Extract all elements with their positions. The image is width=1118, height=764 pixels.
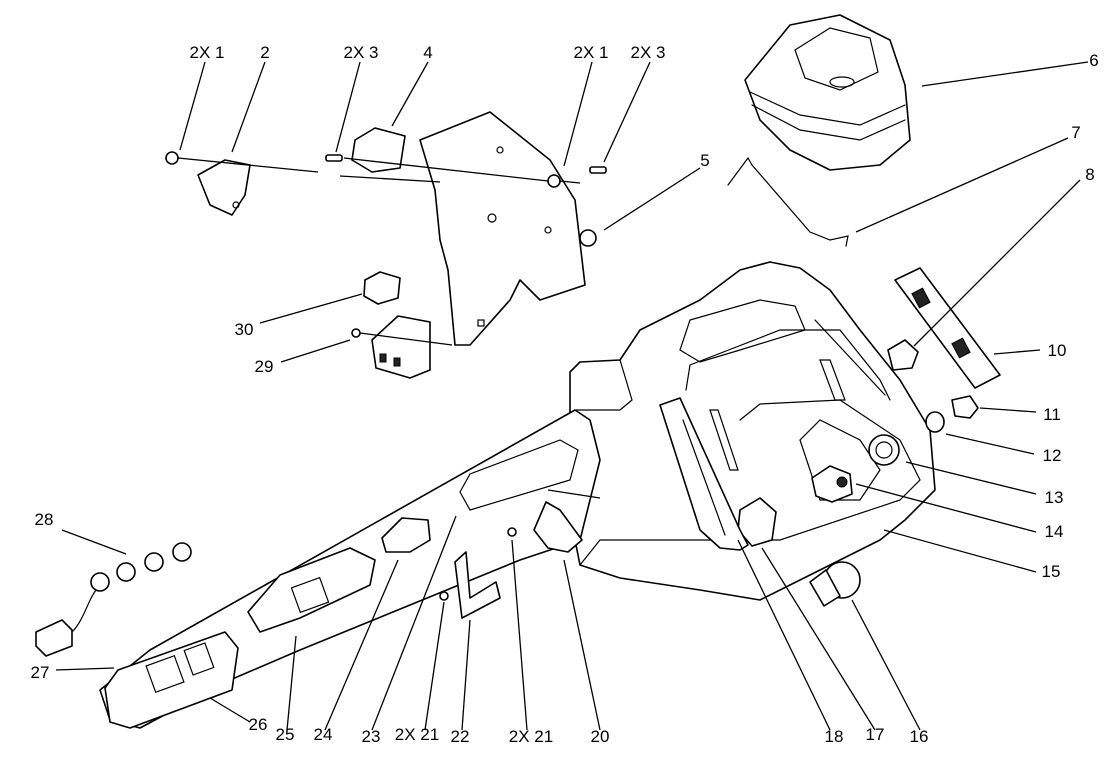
- callout-13: 13: [1045, 488, 1064, 507]
- callout-2x3-right: 2X 3: [631, 43, 666, 62]
- callout-15: 15: [1042, 562, 1061, 581]
- mounting-bracket-plate: [419, 111, 586, 346]
- callout-2x1-left: 2X 1: [190, 43, 225, 62]
- callout-29: 29: [255, 357, 274, 376]
- panel-25: [247, 547, 376, 633]
- bracket-2: [197, 159, 251, 216]
- trim-strip-10: [894, 267, 1001, 389]
- screw-29: [351, 328, 361, 338]
- callout-2x3-left: 2X 3: [344, 43, 379, 62]
- callout-6: 6: [1089, 51, 1098, 70]
- bracket-22: [454, 551, 501, 619]
- side-cover-slot: [682, 419, 726, 536]
- callout-22: 22: [451, 727, 470, 746]
- wire-rod-7: [727, 156, 849, 247]
- callout-20: 20: [591, 727, 610, 746]
- lamp-sockets-28: [90, 542, 192, 592]
- callout-30: 30: [235, 320, 254, 339]
- dash-housing-15: [569, 261, 936, 601]
- plug-27-connector: [35, 589, 97, 657]
- switch-11: [951, 395, 979, 419]
- screw-21-left: [439, 591, 449, 601]
- bracket-20: [533, 501, 583, 553]
- callout-labels: 2X 1 2 2X 3 4 2X 1 2X 3 5 6 7 8 10 11 12…: [31, 43, 1099, 746]
- relay-30: [363, 271, 401, 305]
- callout-27: 27: [31, 663, 50, 682]
- switch-block-29-assembly: [371, 315, 431, 379]
- callout-2x21-left: 2X 21: [395, 725, 439, 744]
- knob-8: [887, 339, 919, 371]
- switch-panel-26: [104, 631, 239, 729]
- callout-10: 10: [1048, 341, 1067, 360]
- bushing-5: [579, 229, 597, 247]
- nut-1-left: [165, 151, 179, 165]
- callout-5: 5: [700, 151, 709, 170]
- washer-12: [925, 411, 945, 433]
- nut-1-right: [547, 174, 561, 188]
- side-cover-window: [709, 409, 739, 471]
- callout-25: 25: [276, 725, 295, 744]
- callout-24: 24: [314, 725, 333, 744]
- grommet-13: [868, 434, 900, 466]
- screw-21-right: [507, 527, 517, 537]
- callout-18: 18: [825, 727, 844, 746]
- switch-24: [381, 517, 431, 553]
- lamp-14: [811, 465, 853, 503]
- callout-11: 11: [1043, 405, 1061, 424]
- callout-2x21-right: 2X 21: [509, 727, 553, 746]
- callout-26: 26: [249, 715, 268, 734]
- side-cover-18: [659, 397, 749, 551]
- callout-16: 16: [910, 727, 929, 746]
- callout-4: 4: [423, 43, 432, 62]
- leader-lines: [55, 61, 1089, 731]
- ignition-16: [809, 561, 861, 607]
- callout-2x1-right: 2X 1: [574, 43, 609, 62]
- shift-boot-6: [744, 14, 911, 171]
- callout-28: 28: [35, 510, 54, 529]
- callout-17: 17: [866, 725, 885, 744]
- callout-8: 8: [1085, 165, 1094, 184]
- callout-23: 23: [362, 727, 381, 746]
- callout-12: 12: [1043, 446, 1062, 465]
- screw-3-left: [325, 154, 343, 162]
- callout-14: 14: [1045, 522, 1064, 541]
- callout-2: 2: [260, 43, 269, 62]
- relay-4: [351, 127, 406, 173]
- screw-3-right: [589, 166, 607, 174]
- callout-7: 7: [1071, 123, 1080, 142]
